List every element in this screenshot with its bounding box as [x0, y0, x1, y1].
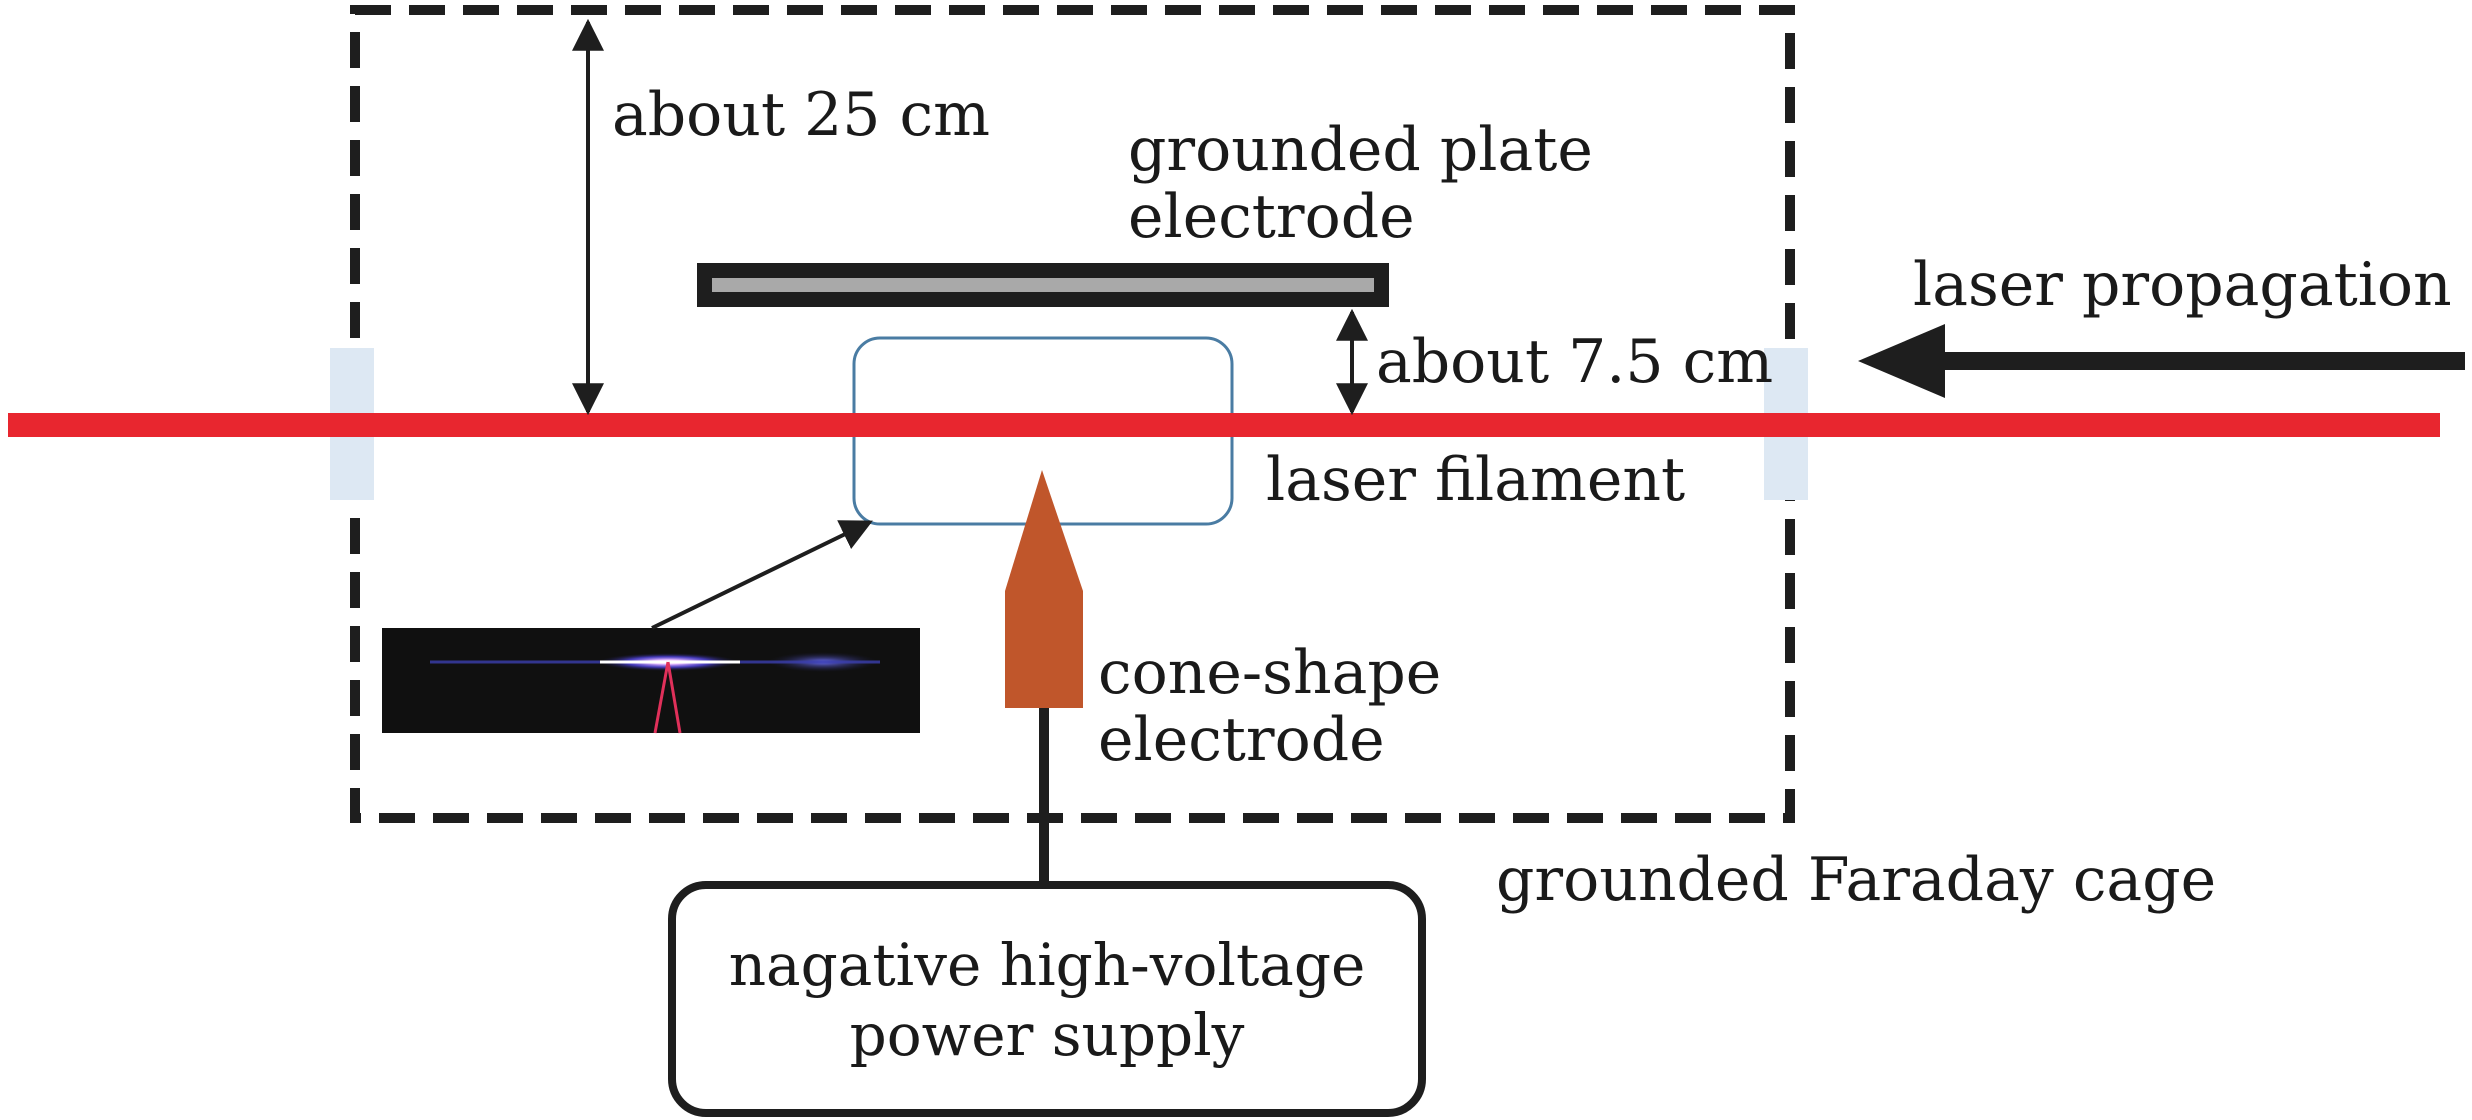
laser-beam — [8, 413, 2440, 437]
plate-electrode-inner — [712, 278, 1374, 292]
laser-filament-label: laser filament — [1266, 445, 1685, 515]
cone-electrode-label-line1: cone-shape — [1098, 638, 1441, 708]
cone-electrode-label-line2: electrode — [1098, 705, 1385, 775]
height-dimension-label: about 25 cm — [612, 80, 990, 150]
power-supply-label-line1: nagative high-voltage — [729, 931, 1366, 999]
plate-electrode-label-line1: grounded plate — [1128, 115, 1593, 185]
gap-dimension-label: about 7.5 cm — [1376, 327, 1773, 397]
power-supply-label-line2: power supply — [850, 1001, 1245, 1069]
photo-pointer-arrow — [651, 520, 873, 630]
plate-electrode-label-line2: electrode — [1128, 182, 1415, 252]
faraday-cage-label: grounded Faraday cage — [1496, 845, 2216, 915]
laser-propagation-arrowhead — [1858, 324, 1945, 398]
power-supply-box — [668, 881, 1426, 1117]
cone-shape-electrode — [1005, 470, 1083, 708]
laser-propagation-label: laser propagation — [1913, 250, 2452, 320]
discharge-photo — [382, 628, 920, 734]
